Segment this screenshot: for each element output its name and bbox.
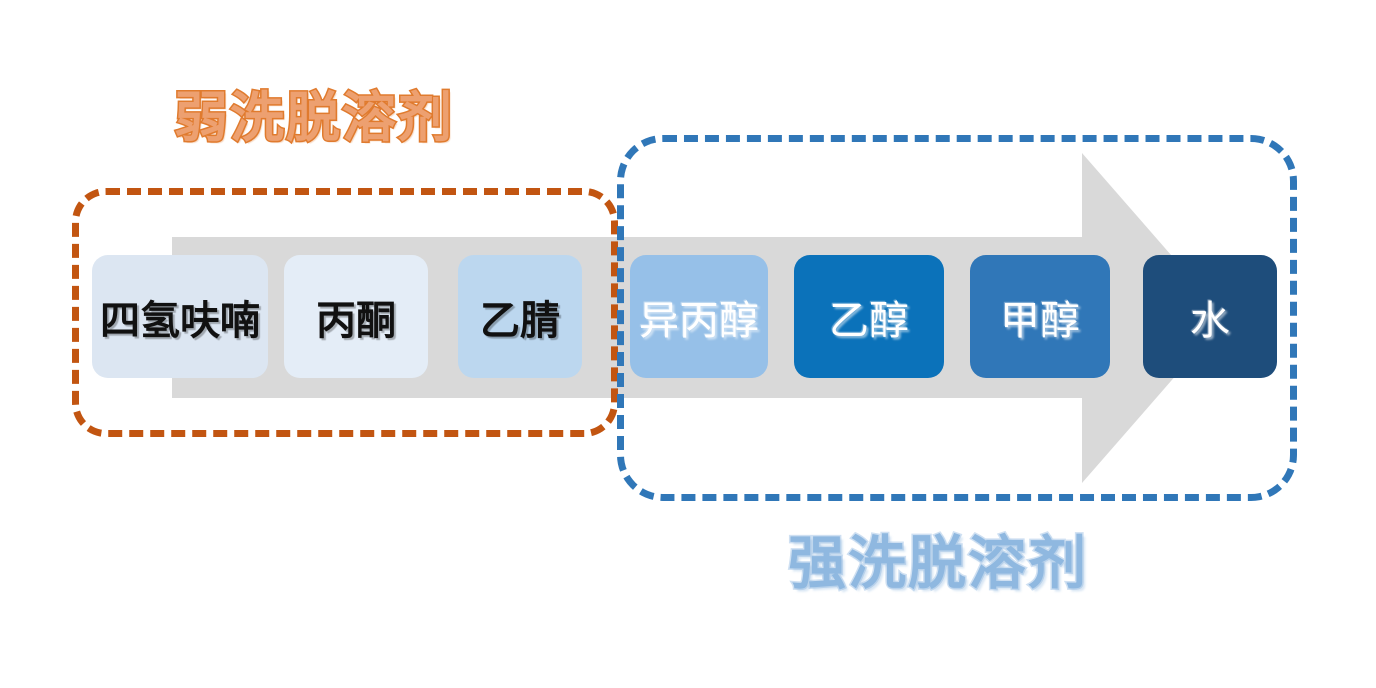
solvent-chip-water[interactable]: 水 (1143, 255, 1277, 378)
strong-solvent-title: 强洗脱溶剂 (786, 531, 1089, 596)
solvent-chip-acetone[interactable]: 丙酮 (284, 255, 428, 378)
solvent-chip-isopropanol[interactable]: 异丙醇 (630, 255, 768, 378)
solvent-chip-tetrahydrofuran[interactable]: 四氢呋喃 (92, 255, 268, 378)
solvent-chip-acetonitrile[interactable]: 乙腈 (458, 255, 582, 378)
weak-solvent-title: 弱洗脱溶剂 (173, 88, 454, 148)
solvent-chip-ethanol[interactable]: 乙醇 (794, 255, 944, 378)
solvent-chip-methanol[interactable]: 甲醇 (970, 255, 1110, 378)
weak-solvent-group-box (72, 188, 618, 437)
strong-solvent-group-box (617, 135, 1297, 501)
